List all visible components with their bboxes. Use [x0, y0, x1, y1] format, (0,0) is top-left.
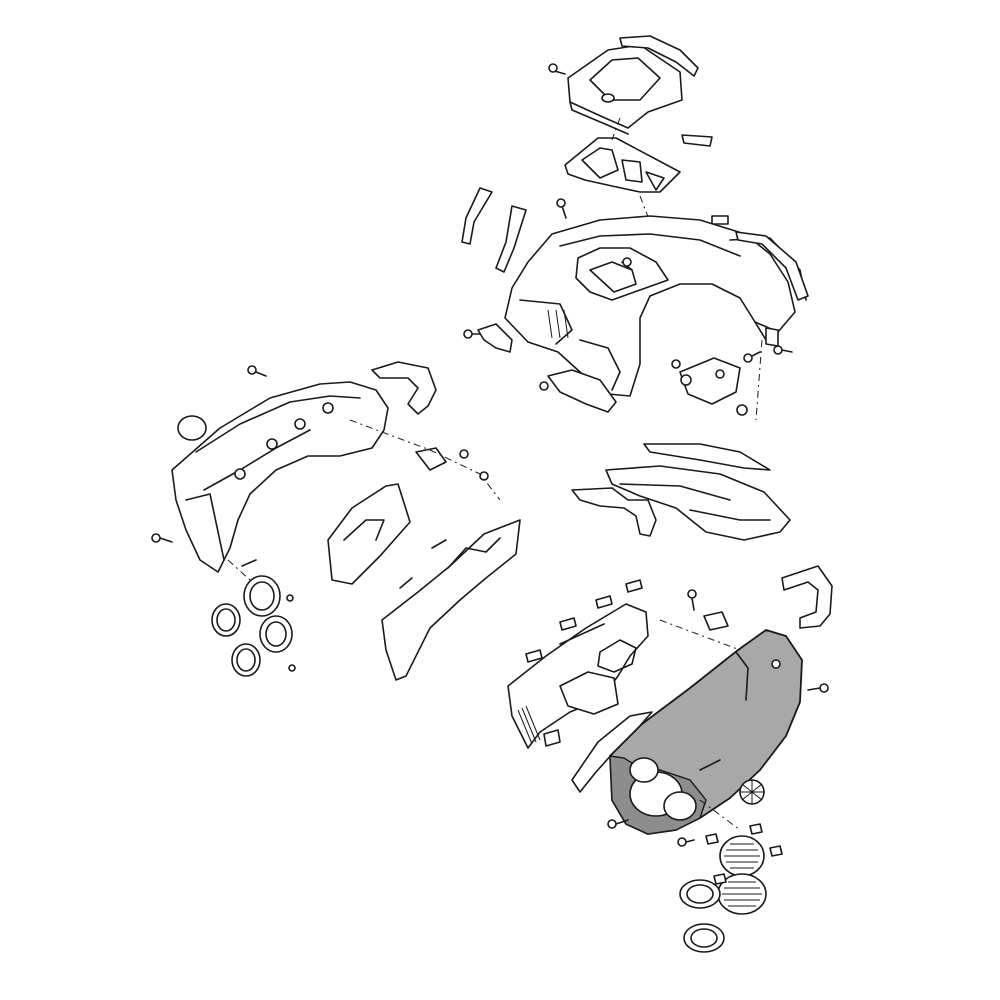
panel-bracket [571, 487, 657, 537]
screw [151, 533, 173, 543]
vent-grille [739, 779, 765, 805]
rail-bracket [371, 361, 437, 415]
screw [556, 198, 567, 219]
guide-line [659, 619, 741, 651]
screw [687, 589, 829, 693]
reflector-round [177, 415, 207, 441]
cowl-bracket [781, 565, 833, 629]
side-panel [605, 465, 791, 541]
cover-insert [559, 671, 619, 715]
fender-rail [735, 231, 809, 301]
top-cover-plate [567, 35, 699, 135]
side-strip-left [461, 187, 527, 273]
tail-light-lens-lower [231, 643, 261, 677]
guide-line [755, 339, 763, 421]
tail-light-lens-upper [679, 879, 721, 909]
tail-light-lens-lower [683, 923, 725, 953]
small-label [711, 215, 729, 225]
screw [621, 257, 633, 271]
tail-light-housing [241, 559, 293, 653]
seat-bracket [564, 134, 713, 193]
tail-light-assembly [705, 823, 783, 915]
small-tabs [525, 579, 643, 747]
screw [247, 365, 267, 377]
rear-fender [504, 215, 807, 397]
side-fender [171, 381, 389, 573]
trim-strip [643, 443, 771, 471]
hinge-bracket [671, 327, 793, 416]
grip-cover [381, 519, 521, 681]
screw [548, 63, 566, 75]
lower-trim [539, 369, 617, 413]
screw [607, 819, 695, 847]
rear-cowl [609, 629, 803, 835]
handle-grip [327, 483, 411, 585]
clip-bracket [415, 447, 489, 481]
guide-line [227, 559, 251, 581]
guide-line [349, 419, 501, 501]
guide-line [611, 117, 621, 141]
latch-bracket [463, 323, 513, 353]
tail-light-lens-upper [211, 603, 241, 637]
small-bolt [286, 594, 296, 672]
inner-cover [507, 603, 649, 749]
